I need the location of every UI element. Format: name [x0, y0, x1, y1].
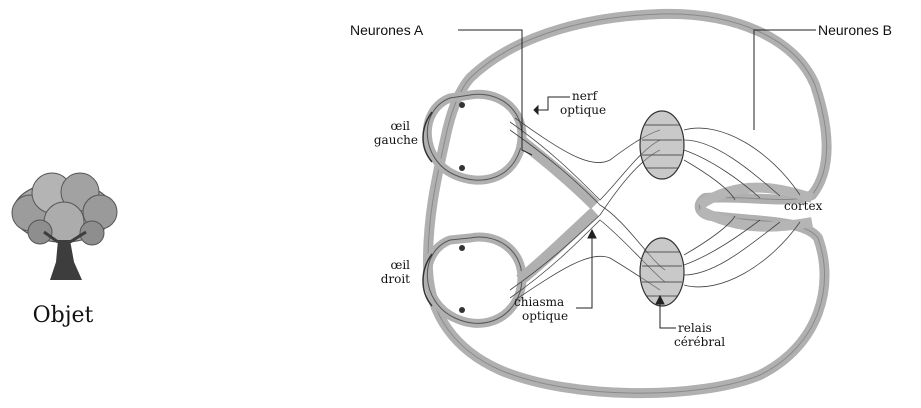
label-chiasma: chiasma: [514, 295, 564, 309]
label-neurones-a: Neurones A: [350, 22, 424, 38]
left-eye: [423, 94, 522, 180]
label-cortex: cortex: [784, 199, 823, 213]
right-eye: [423, 237, 522, 323]
relay-nucleus-top: [640, 111, 684, 179]
label-chiasma-optique: optique: [522, 309, 568, 323]
label-oeil-gauche-2: gauche: [374, 133, 418, 147]
object-label: Objet: [33, 303, 94, 328]
chiasma-callout: [576, 230, 596, 308]
label-oeil-droit-1: œil: [390, 258, 410, 272]
label-nerf-optique: optique: [560, 103, 606, 117]
label-oeil-droit-2: droit: [381, 272, 410, 286]
relay-nucleus-bottom: [640, 238, 684, 306]
tree-object: [12, 173, 117, 280]
brain-outline: [428, 14, 827, 393]
label-neurones-b: Neurones B: [818, 22, 892, 38]
tree-trunk: [50, 240, 82, 280]
label-nerf: nerf: [572, 89, 599, 103]
tree-canopy: [12, 173, 117, 245]
label-oeil-gauche-1: œil: [390, 119, 410, 133]
label-relais: relais: [678, 321, 712, 335]
label-relais-cerebral: cérébral: [674, 335, 725, 349]
